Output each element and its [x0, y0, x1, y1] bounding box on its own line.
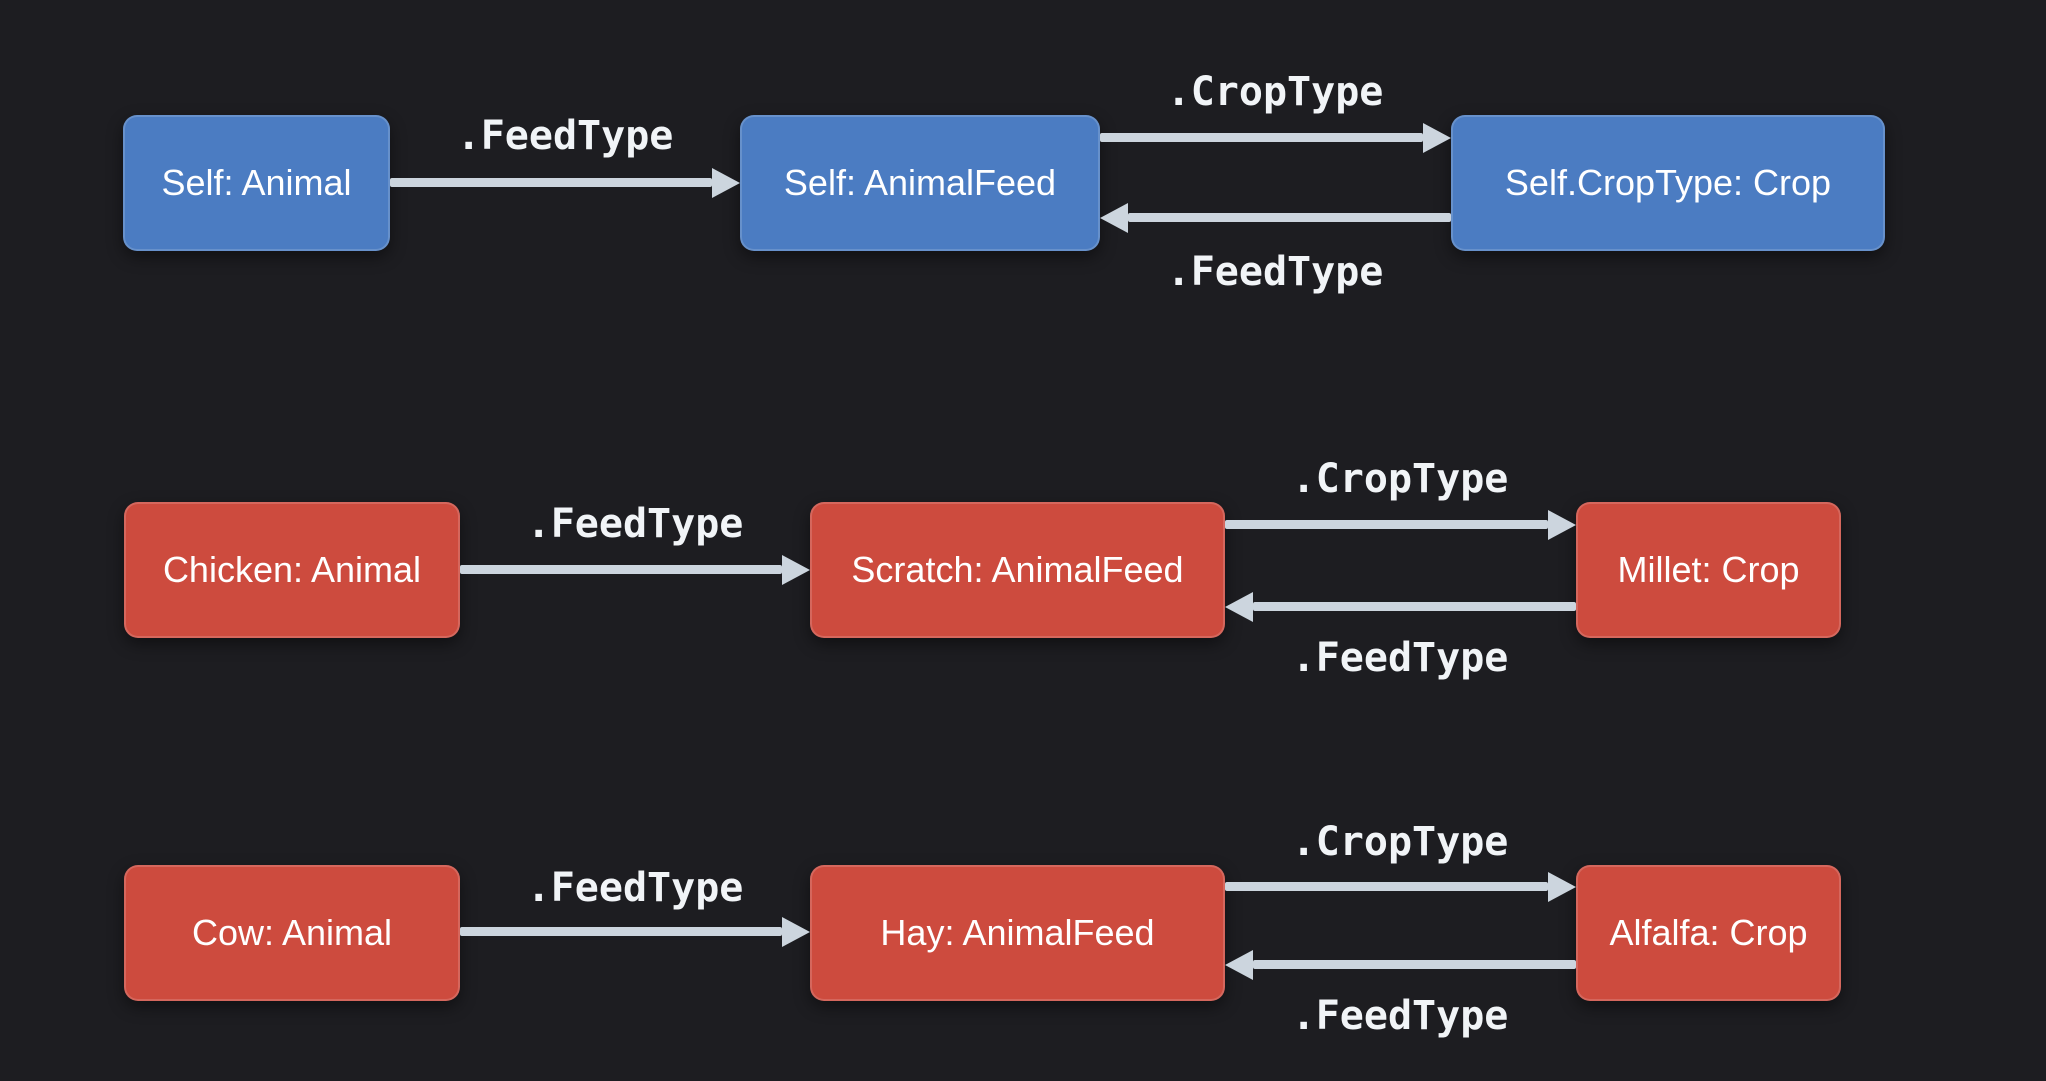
node-alfalfa-crop: Alfalfa: Crop: [1576, 865, 1841, 1001]
edge-line-croptype: [1225, 520, 1548, 529]
edge-line-croptype: [1100, 133, 1423, 142]
node-scratch-animalfeed: Scratch: AnimalFeed: [810, 502, 1225, 638]
edge-arrowhead-right: [1548, 872, 1576, 902]
edge-label-croptype: .CropType: [1166, 69, 1384, 115]
node-label: Alfalfa: Crop: [1609, 912, 1808, 954]
node-label: Chicken: Animal: [162, 549, 422, 591]
edge-line-croptype: [1225, 882, 1548, 891]
edge-arrowhead-right: [1548, 510, 1576, 540]
node-label: Self: Animal: [161, 162, 352, 204]
node-self-croptype-crop: Self.CropType: Crop: [1451, 115, 1885, 251]
node-hay-animalfeed: Hay: AnimalFeed: [810, 865, 1225, 1001]
edge-line-feedtype-return: [1253, 960, 1576, 969]
edge-label-feedtype-return: .FeedType: [1291, 993, 1509, 1039]
edge-label-croptype: .CropType: [1291, 456, 1509, 502]
node-chicken-animal: Chicken: Animal: [124, 502, 460, 638]
node-self-animalfeed: Self: AnimalFeed: [740, 115, 1100, 251]
node-label: Self: AnimalFeed: [783, 162, 1057, 204]
node-cow-animal: Cow: Animal: [124, 865, 460, 1001]
edge-label-croptype: .CropType: [1291, 819, 1509, 865]
node-label: Cow: Animal: [191, 912, 393, 954]
node-label: Hay: AnimalFeed: [880, 912, 1155, 954]
node-label: Scratch: AnimalFeed: [851, 549, 1184, 591]
edge-label-feedtype: .FeedType: [526, 865, 744, 911]
edge-label-feedtype-return: .FeedType: [1166, 249, 1384, 295]
edge-arrowhead-left: [1225, 592, 1253, 622]
edge-label-feedtype-return: .FeedType: [1291, 635, 1509, 681]
node-label: Millet: Crop: [1617, 549, 1800, 591]
edge-arrowhead-left: [1225, 950, 1253, 980]
edge-line-feedtype: [460, 565, 782, 574]
node-self-animal: Self: Animal: [123, 115, 390, 251]
edge-arrowhead-right: [782, 917, 810, 947]
edge-arrowhead-right: [782, 555, 810, 585]
node-millet-crop: Millet: Crop: [1576, 502, 1841, 638]
edge-line-feedtype-return: [1253, 602, 1576, 611]
edge-label-feedtype: .FeedType: [526, 501, 744, 547]
edge-line-feedtype: [460, 927, 782, 936]
edge-line-feedtype: [390, 178, 712, 187]
edge-line-feedtype-return: [1128, 213, 1451, 222]
edge-label-feedtype: .FeedType: [456, 113, 674, 159]
edge-arrowhead-right: [1423, 123, 1451, 153]
edge-arrowhead-right: [712, 168, 740, 198]
edge-arrowhead-left: [1100, 203, 1128, 233]
node-label: Self.CropType: Crop: [1504, 162, 1832, 204]
